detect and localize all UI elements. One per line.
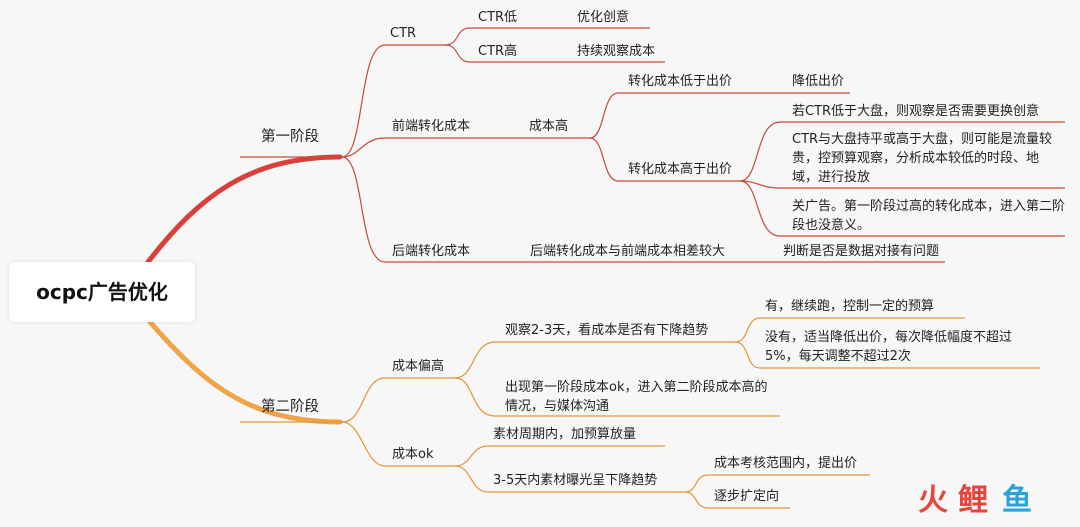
- expand-node[interactable]: 逐步扩定向: [714, 489, 780, 504]
- stage2-node[interactable]: 第二阶段: [261, 399, 319, 415]
- watermark-char-2: 鲤: [958, 483, 988, 518]
- edge-ctr-low: [444, 27, 471, 46]
- ctr-low-node[interactable]: CTR低: [478, 10, 518, 25]
- ctr-high-action-node[interactable]: 持续观察成本: [577, 44, 656, 59]
- watermark-char-3: 鱼: [1002, 483, 1032, 518]
- first-ok-node[interactable]: 出现第一阶段成本ok，进入第二阶段成本高的情况，与媒体沟通: [505, 380, 768, 414]
- edge-stage1-front: [341, 137, 386, 158]
- edge-highcost-below: [589, 92, 619, 139]
- edge-ctr-high: [444, 44, 471, 63]
- root-node[interactable]: ocpc广告优化: [9, 262, 195, 322]
- edge-observe-no: [734, 341, 761, 369]
- edge-above-opt3: [739, 180, 781, 237]
- edge-above-opt1: [739, 121, 781, 182]
- edge-stage1-back: [341, 156, 386, 263]
- edge-costhigh-firstok: [454, 377, 496, 417]
- above-bid-opt2-node[interactable]: CTR与大盘持平或高于大盘，则可能是流量较贵，控预算观察，分析成本较低的时段、地…: [792, 132, 1053, 185]
- budget-node[interactable]: 素材周期内，加预算放量: [493, 427, 637, 442]
- branch-stage1: [145, 154, 343, 265]
- edge-decline-raise: [684, 474, 709, 493]
- above-bid-node[interactable]: 转化成本高于出价: [628, 162, 733, 177]
- edge-observe-yes: [734, 317, 761, 343]
- edge-stage2-costhigh: [341, 377, 386, 423]
- edge-stage2-costok: [341, 421, 386, 467]
- front-cost-node[interactable]: 前端转化成本: [392, 119, 471, 134]
- ctr-node[interactable]: CTR: [390, 26, 417, 41]
- above-bid-opt1-node[interactable]: 若CTR低于大盘，则观察是否需要更换创意: [792, 104, 1040, 119]
- raise-bid-node[interactable]: 成本考核范围内，提出价: [714, 456, 858, 471]
- below-bid-node[interactable]: 转化成本低于出价: [628, 74, 733, 89]
- ctr-low-action-node[interactable]: 优化创意: [577, 10, 630, 25]
- above-bid-opt3-node[interactable]: 关广告。第一阶段过高的转化成本，进入第二阶段也没意义。: [792, 199, 1066, 233]
- back-diff-node[interactable]: 后端转化成本与前端成本相差较大: [530, 244, 726, 259]
- observe-yes-node[interactable]: 有，继续跑，控制一定的预算: [765, 299, 935, 314]
- edge-costok-budget: [454, 445, 489, 467]
- back-check-node[interactable]: 判断是否是数据对接有问题: [783, 244, 940, 259]
- root-label: ocpc广告优化: [36, 280, 168, 304]
- below-bid-action-node[interactable]: 降低出价: [792, 74, 845, 89]
- edge-costok-decline: [454, 465, 489, 493]
- observe-no-node[interactable]: 没有，适当降低出价，每次降低幅度不超过5%，每天调整不超过2次: [765, 330, 1013, 364]
- decline-node[interactable]: 3-5天内素材曝光呈下降趋势: [493, 473, 658, 488]
- edge-stage1-ctr: [341, 44, 386, 158]
- observe-node[interactable]: 观察2-3天，看成本是否有下降趋势: [505, 323, 709, 338]
- branch-stage2: [147, 319, 343, 425]
- cost-ok-node[interactable]: 成本ok: [392, 447, 434, 462]
- cost-high-node[interactable]: 成本偏高: [392, 359, 445, 374]
- stage1-node[interactable]: 第一阶段: [261, 129, 319, 145]
- edge-above-opt2: [739, 180, 781, 189]
- back-cost-node[interactable]: 后端转化成本: [392, 244, 471, 259]
- edge-highcost-above: [589, 137, 619, 182]
- watermark-char-1: 火: [918, 483, 948, 518]
- high-cost-node[interactable]: 成本高: [529, 119, 569, 134]
- edge-decline-expand: [684, 491, 709, 509]
- edge-costhigh-observe: [454, 341, 496, 379]
- ctr-high-node[interactable]: CTR高: [478, 44, 518, 59]
